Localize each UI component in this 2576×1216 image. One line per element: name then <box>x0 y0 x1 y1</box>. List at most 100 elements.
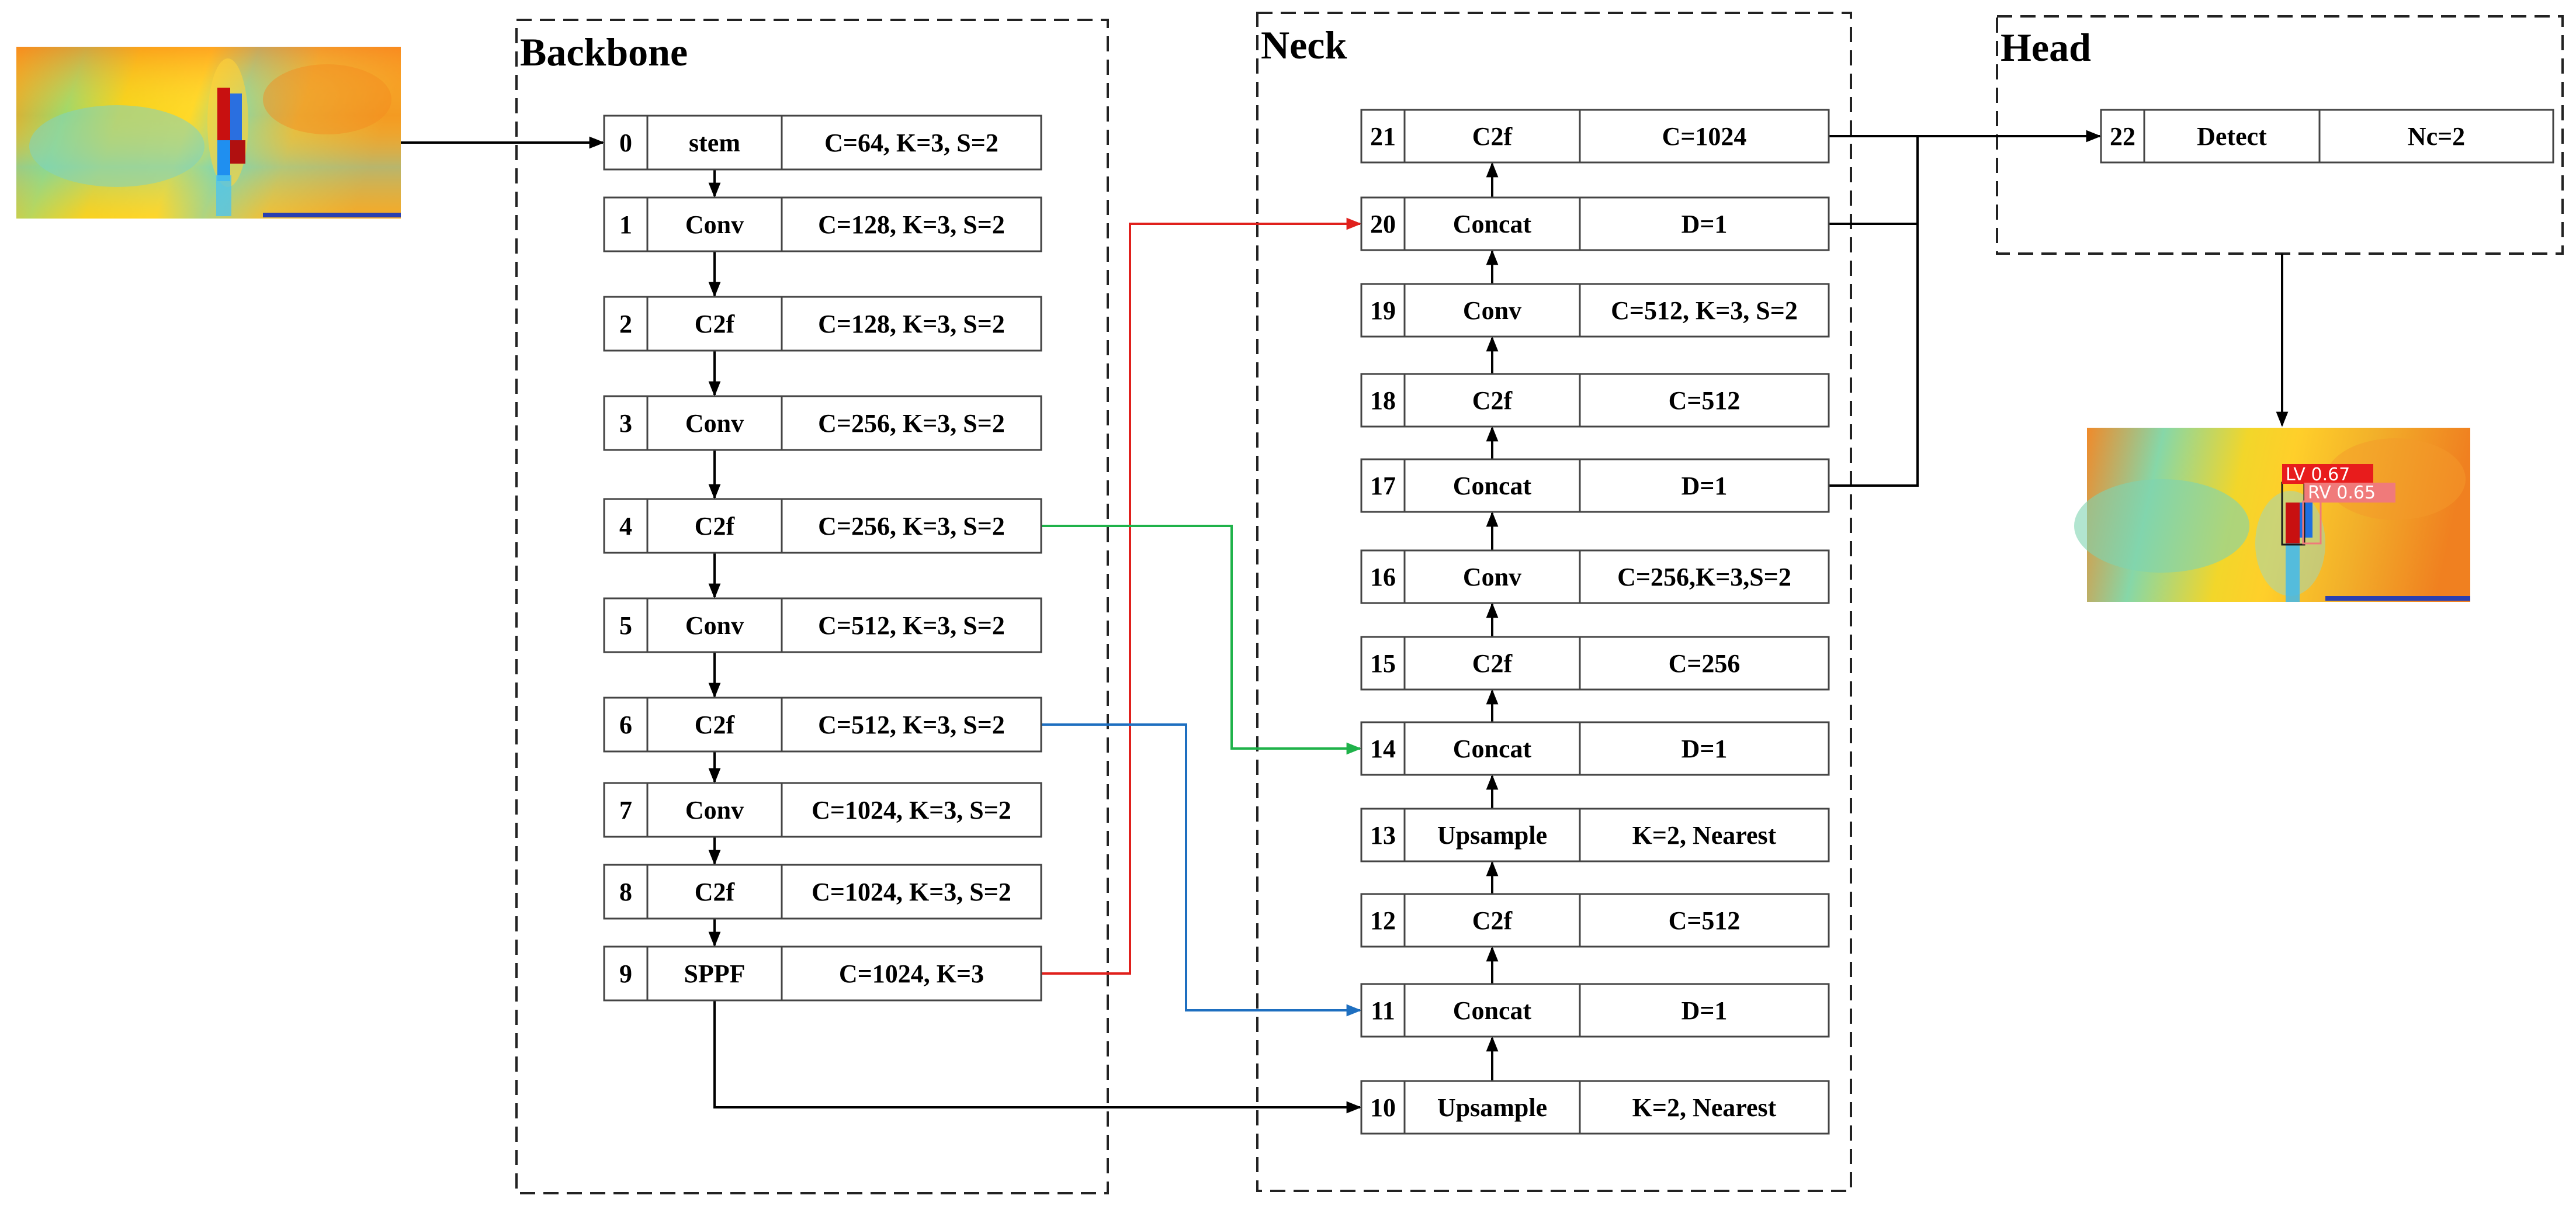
block-module: SPPF <box>684 959 745 988</box>
neck-title: Neck <box>1261 23 1347 67</box>
neck-frame <box>1256 12 1852 1192</box>
block-module-cell <box>1403 373 1581 428</box>
block-args-cell <box>781 296 1042 352</box>
block-args: C=256,K=3,S=2 <box>1617 563 1791 591</box>
skip-green-arrow <box>1041 525 1362 755</box>
block-module: C2f <box>695 711 736 739</box>
block-index-cell <box>1360 458 1406 513</box>
block-module: C2f <box>695 878 736 906</box>
block-module-cell <box>1403 1080 1581 1135</box>
block-args: C=512, K=3, S=2 <box>1611 296 1798 325</box>
block-index-cell <box>1360 373 1406 428</box>
block-module: Concat <box>1453 735 1532 763</box>
block-index-cell <box>1360 983 1406 1038</box>
block-index: 6 <box>619 711 632 739</box>
block-module-cell <box>1403 893 1581 948</box>
block-args: C=64, K=3, S=2 <box>824 129 998 157</box>
block-args: C=128, K=3, S=2 <box>818 210 1005 239</box>
block-index-cell <box>1360 549 1406 604</box>
block-module-cell <box>646 782 783 838</box>
block-index-cell <box>1360 283 1406 338</box>
block-args-cell <box>1579 1080 1830 1135</box>
block-module: Conv <box>685 409 744 438</box>
block-args-cell <box>781 782 1042 838</box>
block-args-cell <box>1579 109 1830 164</box>
block-module: Upsample <box>1437 1093 1547 1122</box>
block-index: 0 <box>619 129 632 157</box>
block-index: 8 <box>619 878 632 906</box>
block-module-cell <box>646 864 783 920</box>
block-index: 4 <box>619 512 632 541</box>
block-index-cell <box>603 697 649 753</box>
block-module: Conv <box>685 796 744 824</box>
block-module: C2f <box>1472 386 1513 415</box>
sppf-to-upsample-arrow <box>713 1000 1362 1114</box>
block-module: C2f <box>695 512 736 541</box>
block-args: C=1024 <box>1662 122 1747 151</box>
block-index-cell <box>603 864 649 920</box>
block-index: 10 <box>1370 1093 1396 1122</box>
block-args-cell <box>1579 893 1830 948</box>
block-module: Conv <box>1463 563 1521 591</box>
block-index-cell <box>603 196 649 252</box>
block-args: Nc=2 <box>2408 122 2465 151</box>
block-args: C=512 <box>1669 906 1741 935</box>
block-args: C=1024, K=3, S=2 <box>812 878 1011 906</box>
block-args-cell <box>781 697 1042 753</box>
head-bus-17 <box>1829 136 1919 487</box>
backbone-frame <box>515 19 1109 1194</box>
block-module-cell <box>646 697 783 753</box>
block-args: C=128, K=3, S=2 <box>818 310 1005 338</box>
block-index: 1 <box>619 210 632 239</box>
block-args-cell <box>1579 721 1830 776</box>
skip-red-arrow <box>1041 217 1362 975</box>
block-module: Concat <box>1453 472 1532 500</box>
block-args-cell <box>781 498 1042 554</box>
block-index: 5 <box>619 611 632 640</box>
block-index: 3 <box>619 409 632 438</box>
block-args-cell <box>1579 983 1830 1038</box>
block-index: 2 <box>619 310 632 338</box>
rv-label: RV 0.65 <box>2308 483 2376 503</box>
block-args-cell <box>1579 636 1830 691</box>
block-args-cell <box>781 395 1042 451</box>
block-module-cell <box>646 498 783 554</box>
block-module-cell <box>646 945 783 1002</box>
block-index-cell <box>1360 721 1406 776</box>
head-title: Head <box>2001 25 2091 70</box>
block-module: stem <box>689 129 740 157</box>
block-args-cell <box>1579 808 1830 862</box>
block-args: C=1024, K=3 <box>839 959 984 988</box>
block-module-cell <box>646 597 783 653</box>
block-module-cell <box>1403 636 1581 691</box>
backbone-title: Backbone <box>520 30 688 74</box>
input-heatmap-image <box>16 47 401 219</box>
block-args-cell <box>1579 196 1830 251</box>
block-args: C=256, K=3, S=2 <box>818 409 1005 438</box>
block-index: 17 <box>1370 472 1396 500</box>
block-args-cell <box>781 115 1042 171</box>
lv-label: LV 0.67 <box>2286 465 2350 485</box>
block-args: D=1 <box>1681 210 1728 238</box>
block-args-cell <box>2318 109 2554 164</box>
block-index: 16 <box>1370 563 1396 591</box>
block-index: 21 <box>1370 122 1396 151</box>
block-3: 3 Conv C=256, K=3, S=2 <box>603 395 1042 451</box>
skip-blue-arrow <box>1041 723 1362 1017</box>
block-args: D=1 <box>1681 735 1728 763</box>
block-index-cell <box>1360 196 1406 251</box>
lv-label-background <box>2282 464 2373 484</box>
output-detection-image: LV 0.67 RV 0.65 <box>2074 428 2470 602</box>
